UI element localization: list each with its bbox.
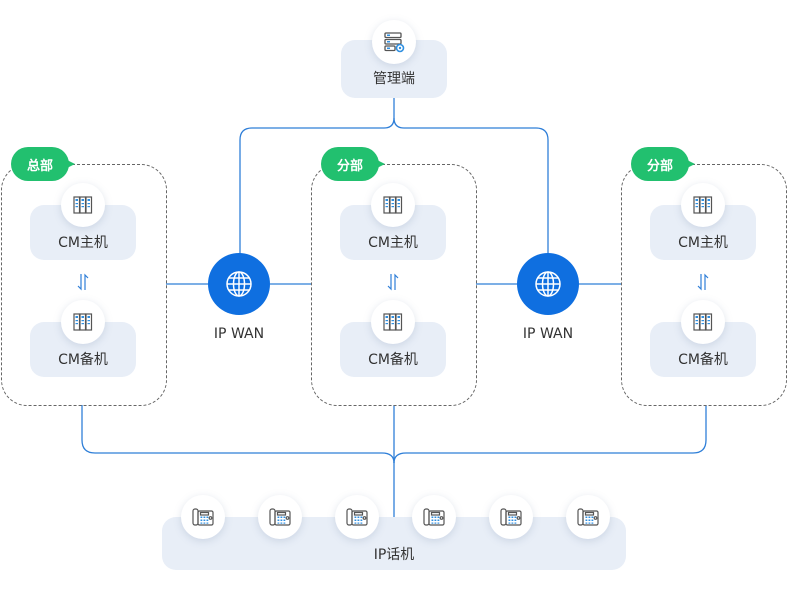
site-tag-2: 分部 (321, 147, 385, 181)
ip-wan-label-1: IP WAN (213, 326, 265, 342)
desk-phone-icon (346, 508, 368, 526)
cm-backup-card-3: CM备机 (650, 322, 756, 377)
cm-backup-icon-circle (61, 300, 105, 344)
line-mgmt-right (393, 117, 549, 256)
site-tag-3: 分部 (631, 147, 695, 181)
cm-primary-label: CM主机 (678, 235, 728, 251)
management-icon-circle (372, 20, 416, 64)
ip-phone-1 (181, 495, 225, 539)
desk-phone-icon (269, 508, 291, 526)
cm-backup-label: CM备机 (368, 352, 418, 368)
ip-phone-2 (258, 495, 302, 539)
cm-primary-label: CM主机 (58, 235, 108, 251)
ip-phone-4 (412, 495, 456, 539)
ip-wan-node-1 (208, 253, 270, 315)
server-rack-icon (693, 196, 713, 214)
ip-phones-label: IP话机 (373, 547, 415, 563)
server-rack-icon (73, 196, 93, 214)
ip-phone-6 (566, 495, 610, 539)
ip-phones-card: IP话机 (162, 517, 626, 570)
line-bus-left (81, 405, 395, 464)
globe-icon (226, 271, 252, 297)
cm-primary-label: CM主机 (368, 235, 418, 251)
site-tag-1: 总部 (11, 147, 75, 181)
server-gear-icon (384, 32, 405, 53)
sync-arrows-icon (697, 273, 709, 291)
cm-primary-icon-circle (61, 183, 105, 227)
server-rack-icon (383, 196, 403, 214)
desk-phone-icon (192, 508, 214, 526)
ip-wan-label-2: IP WAN (522, 326, 574, 342)
cm-backup-icon-circle (681, 300, 725, 344)
cm-primary-icon-circle (681, 183, 725, 227)
server-rack-icon (73, 313, 93, 331)
sync-indicator (696, 272, 710, 292)
cm-backup-icon-circle (371, 300, 415, 344)
line-bus-right (393, 405, 707, 464)
cm-backup-label: CM备机 (678, 352, 728, 368)
ip-wan-node-2 (517, 253, 579, 315)
globe-icon (535, 271, 561, 297)
desk-phone-icon (577, 508, 599, 526)
server-rack-icon (693, 313, 713, 331)
line-mgmt-down (239, 98, 395, 256)
ip-phone-3 (335, 495, 379, 539)
sync-indicator (76, 272, 90, 292)
server-rack-icon (383, 313, 403, 331)
desk-phone-icon (500, 508, 522, 526)
cm-backup-card-2: CM备机 (340, 322, 446, 377)
cm-backup-label: CM备机 (58, 352, 108, 368)
sync-arrows-icon (77, 273, 89, 291)
sync-arrows-icon (387, 273, 399, 291)
management-label: 管理端 (373, 71, 415, 87)
ip-phone-5 (489, 495, 533, 539)
site-group-2 (311, 164, 477, 406)
site-group-1 (1, 164, 167, 406)
cm-primary-icon-circle (371, 183, 415, 227)
sync-indicator (386, 272, 400, 292)
desk-phone-icon (423, 508, 445, 526)
